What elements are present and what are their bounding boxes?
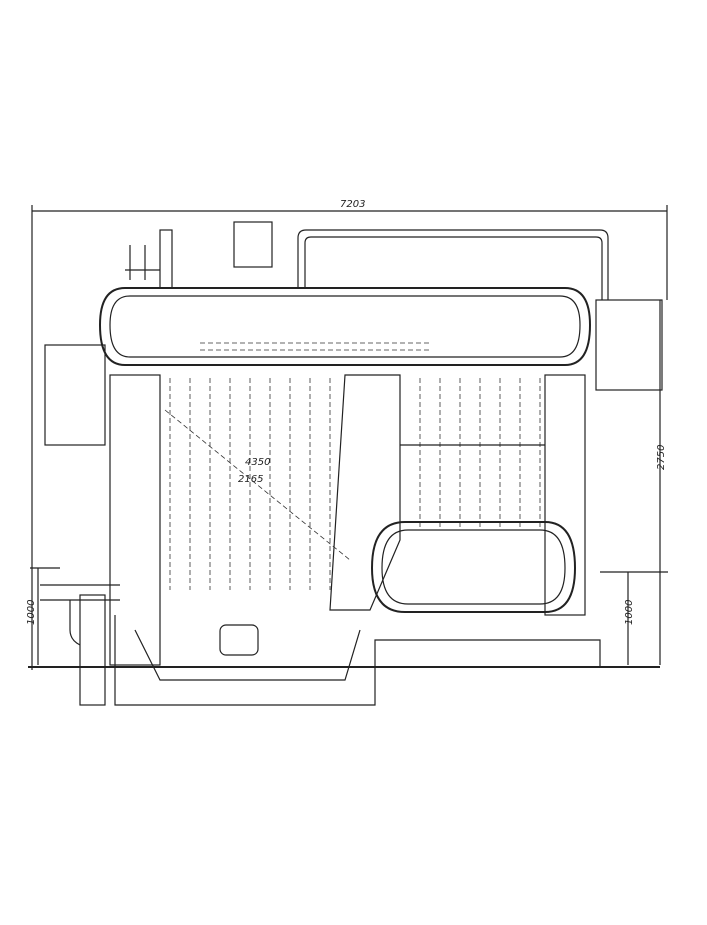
left-height-dimension: 1000 [26, 567, 60, 665]
left-wall [109, 374, 161, 666]
dim-2165: 2165 [238, 474, 263, 485]
right-wall [544, 374, 586, 616]
valves [125, 245, 160, 280]
valve-box [233, 221, 273, 268]
left-frame [44, 344, 106, 446]
overall-width-dimension: 7203 [31, 199, 668, 670]
dim-4350: 4350 [245, 457, 270, 468]
middle-wall [329, 374, 401, 611]
dim-7203: 7203 [340, 199, 365, 210]
dim-1000-right: 1000 [624, 600, 635, 625]
screen-tubes [164, 378, 545, 590]
lower-drum [370, 521, 577, 613]
ash-door [219, 624, 259, 656]
feed-piping [40, 584, 120, 706]
overall-height-dimension: 2750 1000 [600, 300, 668, 665]
dim-1000-left: 1000 [26, 600, 37, 625]
dim-2750: 2750 [656, 445, 667, 470]
ash-pit [134, 629, 361, 681]
foundation [114, 615, 601, 706]
upper-drum [98, 287, 592, 366]
steam-pipe [297, 229, 609, 300]
right-box [595, 299, 663, 391]
